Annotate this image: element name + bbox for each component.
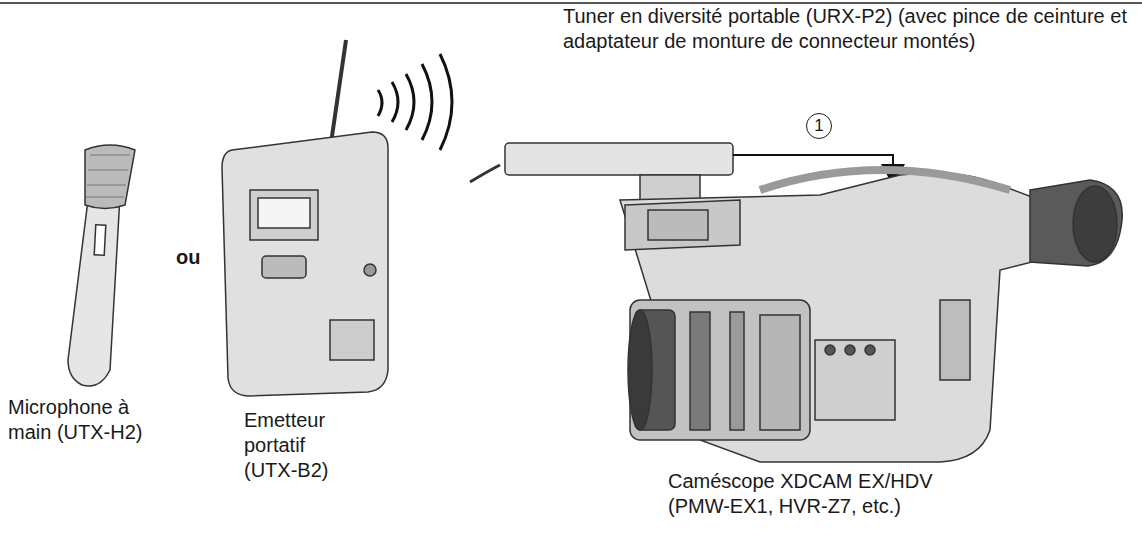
- part-label: Caméscope XDCAM EX/HDV (PMW-EX1, HVR-Z7,…: [668, 469, 968, 519]
- top-rule: [0, 2, 1142, 4]
- part-label: Emetteur portatif (UTX-B2): [244, 408, 344, 483]
- radio-waves: [378, 54, 452, 150]
- callout-number: 1: [806, 113, 832, 139]
- camcorder-illustration: [620, 170, 1122, 462]
- handheld-microphone: [68, 145, 135, 386]
- part-label: Microphone à main (UTX-H2): [8, 395, 168, 445]
- bodypack-transmitter: [222, 40, 388, 396]
- tuner-illustration: [470, 143, 733, 201]
- part-label: Tuner en diversité portable (URX-P2) (av…: [563, 4, 1141, 54]
- connector-word: ou: [176, 245, 216, 270]
